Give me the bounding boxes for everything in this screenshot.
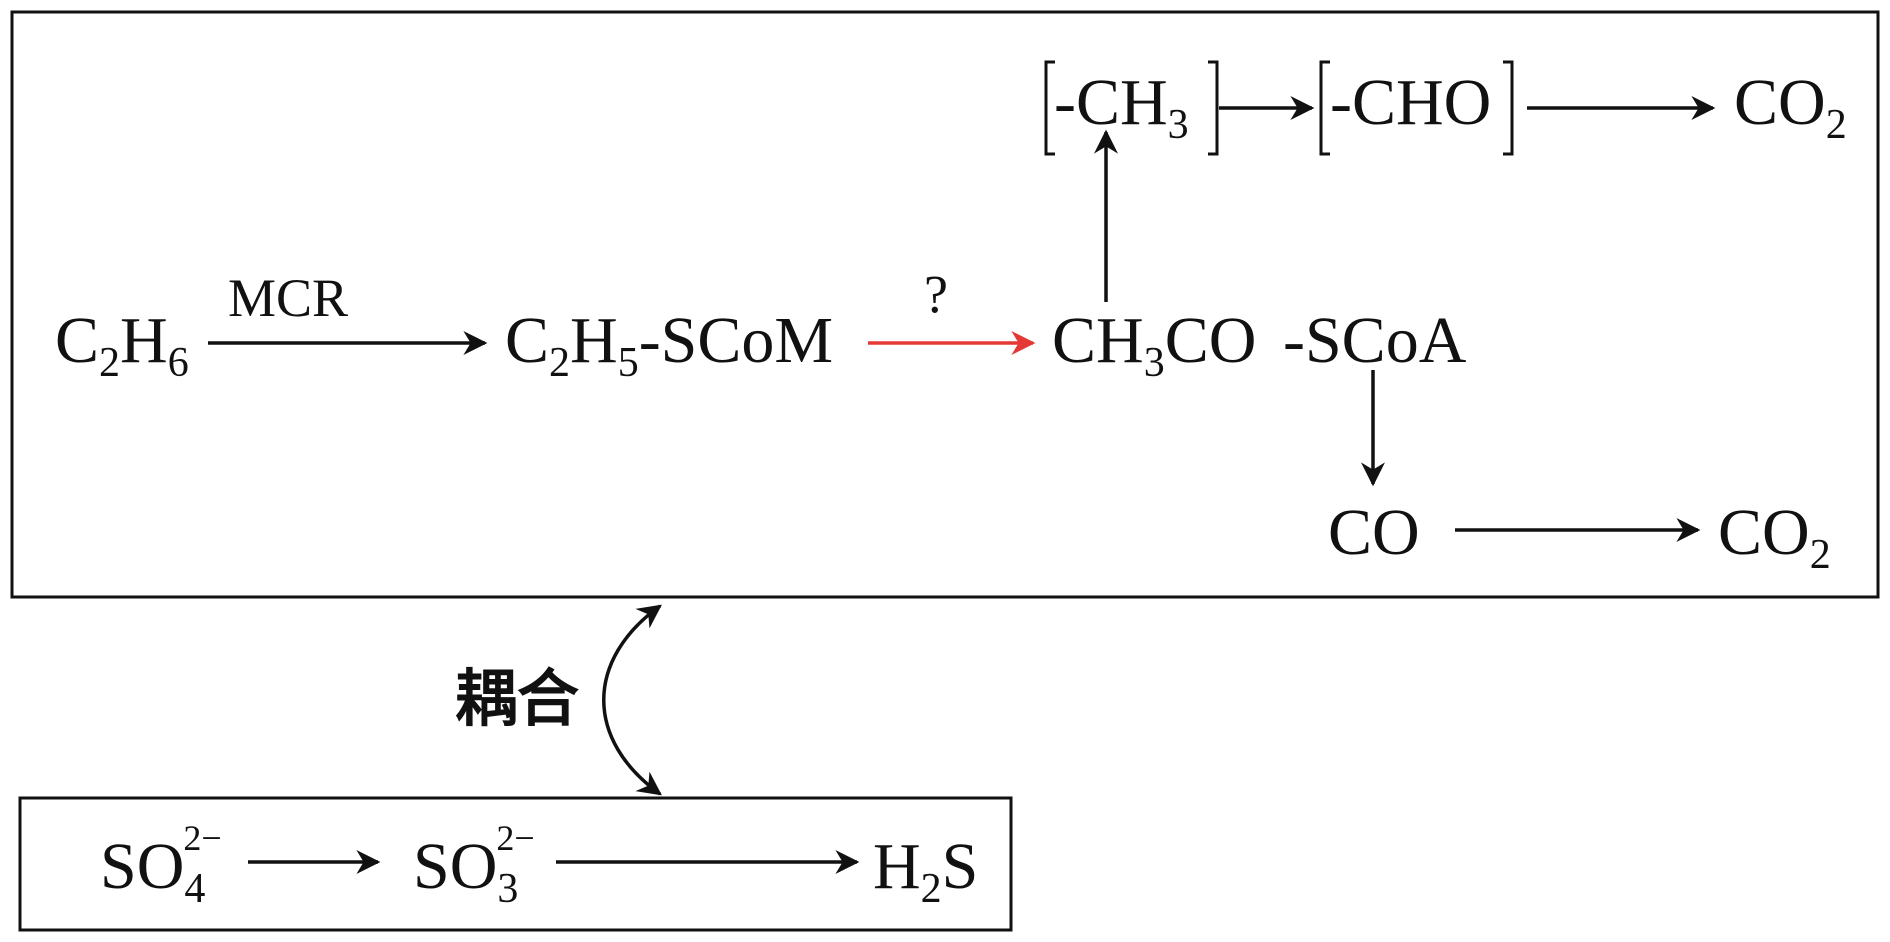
- sulfate-reduction-box: [18, 796, 1013, 932]
- mcr-enzyme-label: MCR: [228, 268, 348, 328]
- coupling-label: 耦合: [455, 662, 579, 735]
- oxidation-pathway-box: [10, 10, 1880, 599]
- methyl-left-bracket: [1044, 60, 1055, 156]
- methyl-group-label: -CH3: [1054, 66, 1189, 148]
- ethyl-coenzyme-m-label: C2H5-SCoM: [505, 304, 833, 386]
- unknown-step-label: ?: [924, 264, 948, 324]
- ethane-label: C2H6: [55, 304, 189, 386]
- hydrogen-sulfide-label: H2S: [873, 830, 978, 912]
- formyl-group-label: -CHO: [1330, 66, 1491, 139]
- co2-bottom-label: CO2: [1718, 496, 1831, 578]
- sulfate-label: SO42−: [100, 818, 222, 912]
- acetyl-label: CH3CO: [1052, 304, 1256, 386]
- methyl-right-bracket: [1208, 60, 1219, 156]
- sulfite-label: SO32−: [413, 818, 535, 912]
- coenzyme-a-label: -SCoA: [1283, 304, 1467, 377]
- co-label: CO: [1328, 496, 1420, 569]
- co2-top-label: CO2: [1734, 66, 1847, 148]
- formyl-right-bracket: [1503, 60, 1514, 156]
- formyl-left-bracket: [1319, 60, 1330, 156]
- coupling-arrow: [602, 604, 662, 796]
